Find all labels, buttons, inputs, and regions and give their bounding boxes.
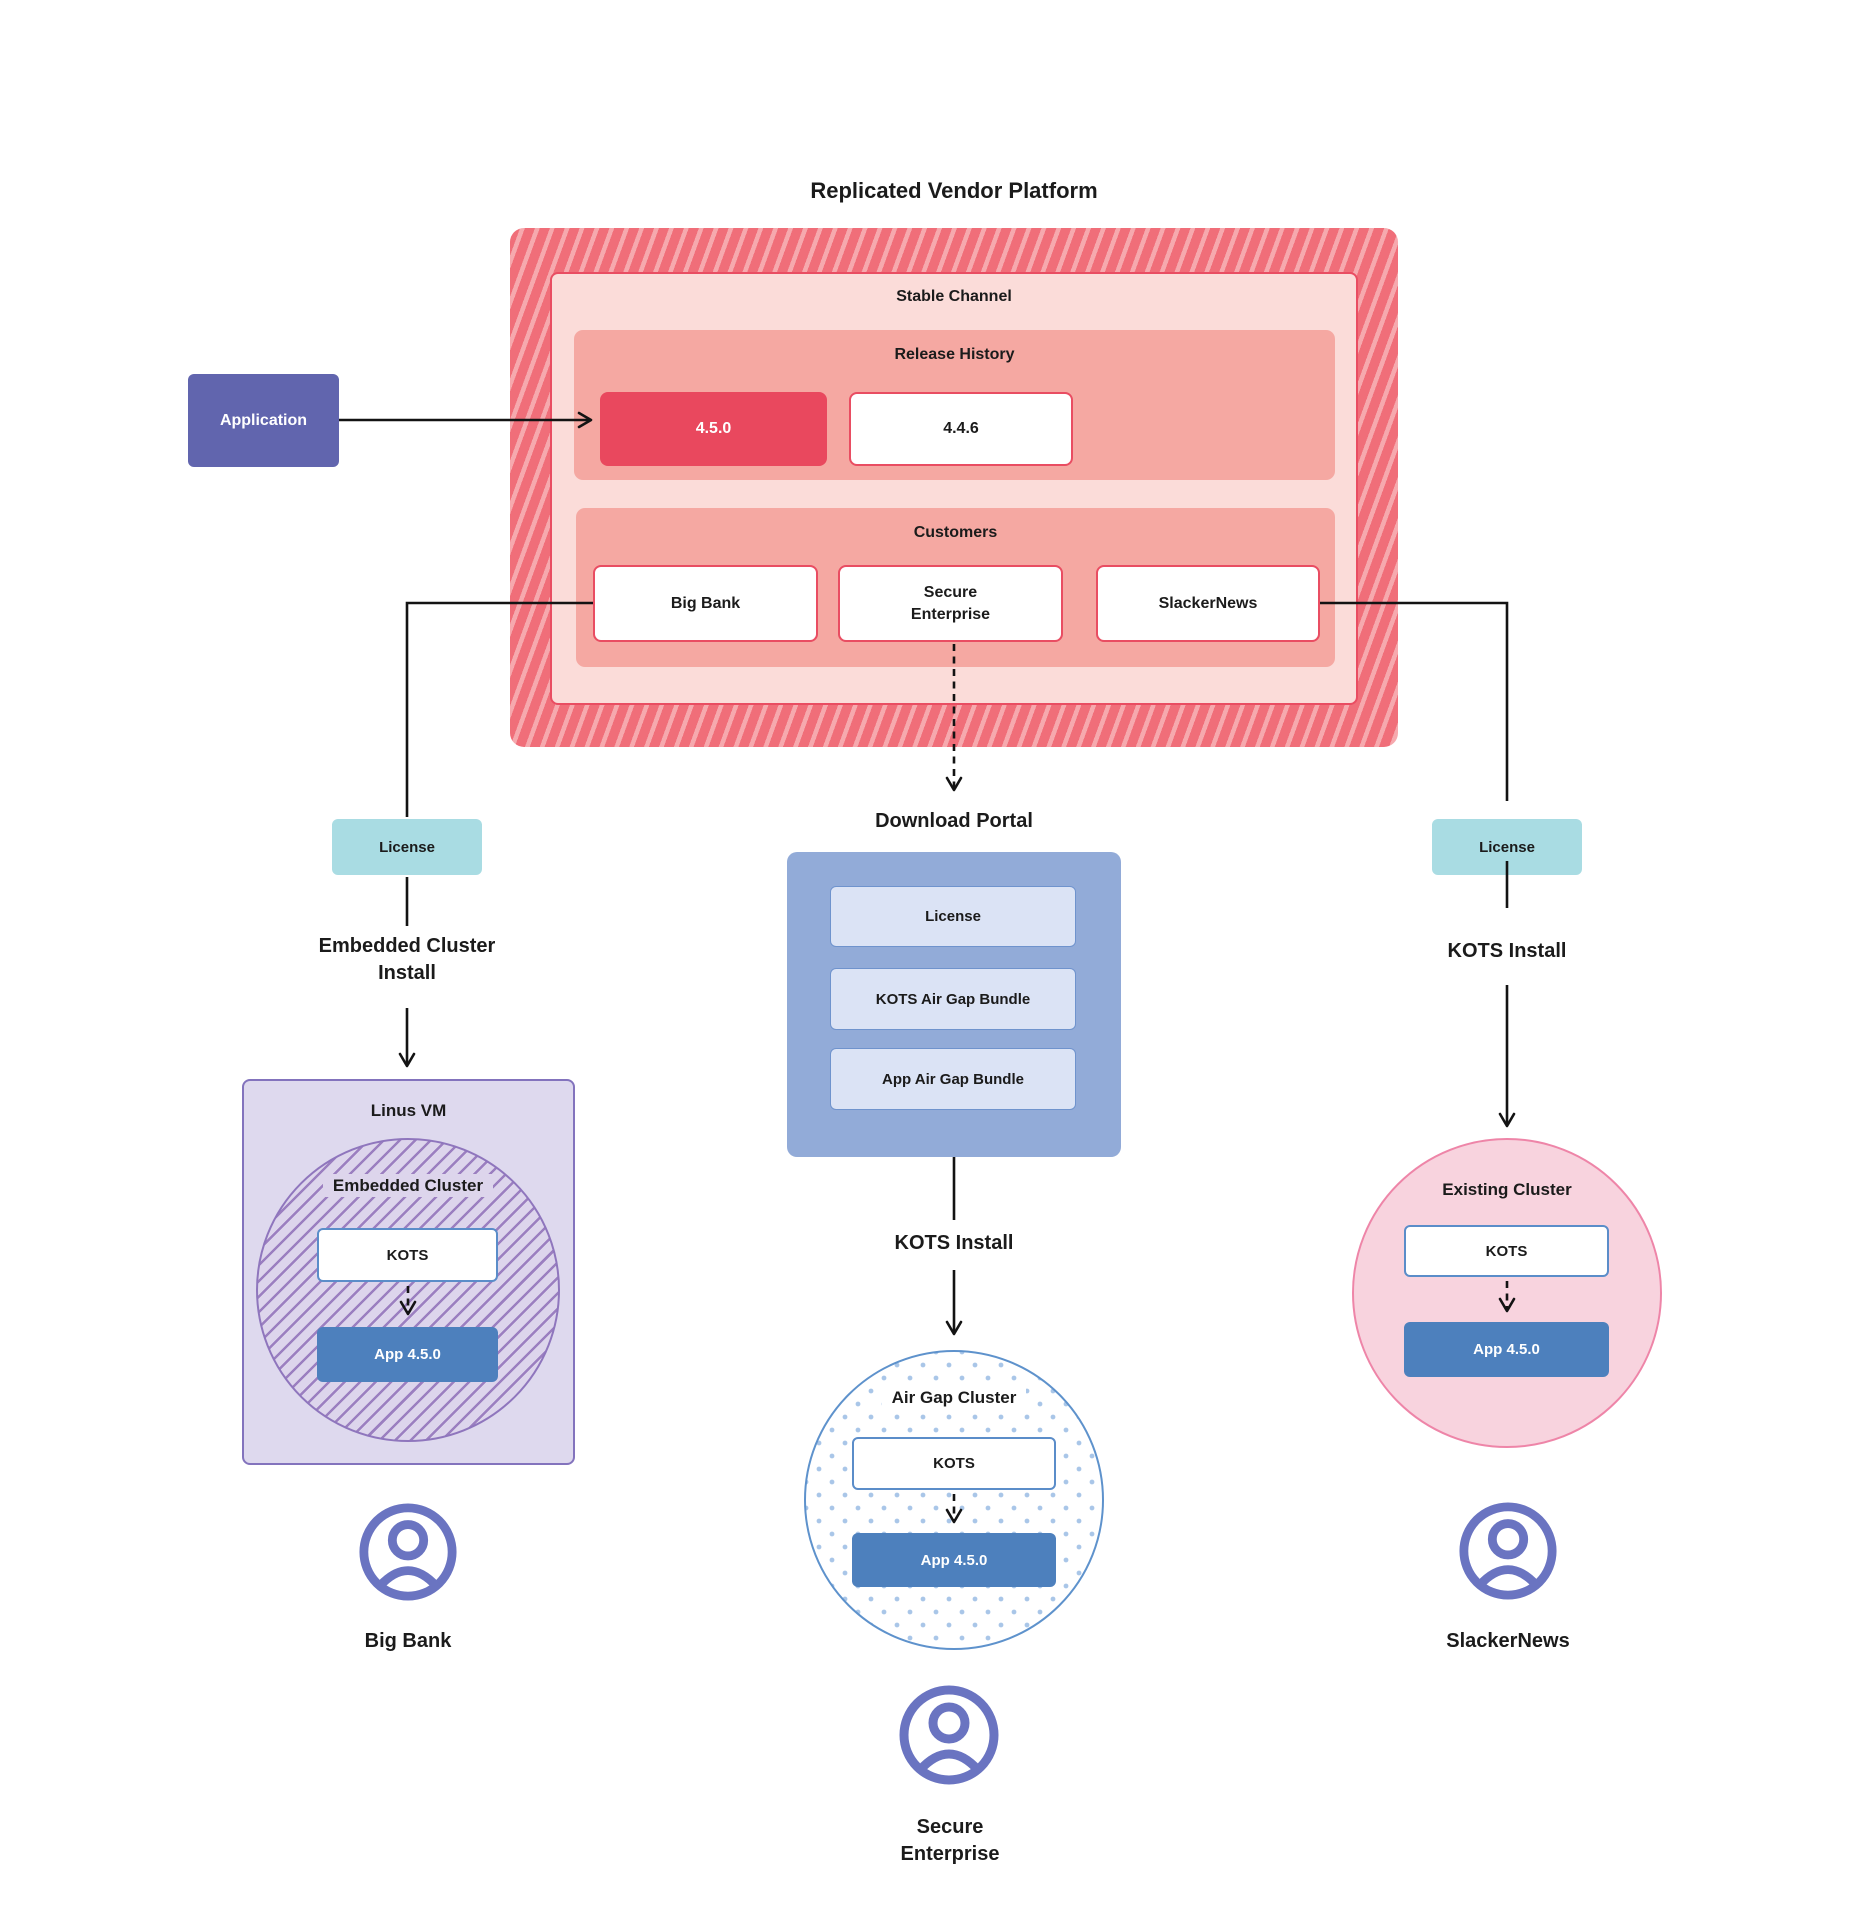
kots-label-left: KOTS	[386, 1246, 429, 1264]
kots-install-label-right: KOTS Install	[1447, 940, 1567, 962]
customer-slackernews-box: SlackerNews	[1096, 565, 1320, 642]
existing-cluster-label: Existing Cluster	[1442, 1180, 1572, 1199]
portal-item-app-airgap-bundle: App Air Gap Bundle	[830, 1048, 1076, 1110]
customer-secure-enterprise-label: Secure Enterprise	[910, 583, 991, 623]
embedded-cluster-label: Embedded Cluster	[258, 1174, 558, 1197]
kots-box-right: KOTS	[1404, 1225, 1609, 1277]
license-box-right: License	[1432, 819, 1582, 875]
person-icon	[899, 1685, 999, 1785]
kots-box-left: KOTS	[317, 1228, 498, 1282]
download-portal-title: Download Portal	[875, 810, 1033, 832]
big-bank-person	[357, 1501, 459, 1608]
stable-channel-label: Stable Channel	[896, 288, 1012, 305]
app-label-center: App 4.5.0	[920, 1551, 988, 1569]
customers-label: Customers	[913, 524, 998, 541]
person-icon	[359, 1503, 457, 1601]
portal-item-license: License	[830, 886, 1076, 947]
app-label-left: App 4.5.0	[374, 1346, 441, 1363]
app-box-right: App 4.5.0	[1404, 1322, 1609, 1377]
release-446-box: 4.4.6	[849, 392, 1073, 466]
customer-secure-enterprise-box: Secure Enterprise	[838, 565, 1063, 642]
portal-item-kots-airgap-bundle: KOTS Air Gap Bundle	[830, 968, 1076, 1030]
application-label: Application	[219, 411, 308, 429]
slackernews-person	[1457, 1500, 1559, 1607]
customer-big-bank-box: Big Bank	[593, 565, 818, 642]
release-446-label: 4.4.6	[943, 420, 979, 437]
air-gap-cluster-label: Air Gap Cluster	[804, 1386, 1104, 1409]
kots-box-center: KOTS	[852, 1437, 1056, 1490]
app-label-right: App 4.5.0	[1473, 1341, 1540, 1358]
license-label-left: License	[379, 838, 435, 856]
secure-enterprise-person	[897, 1683, 1001, 1792]
customer-big-bank-label: Big Bank	[670, 594, 741, 612]
application-box: Application	[188, 374, 339, 467]
release-history-label: Release History	[894, 346, 1015, 363]
license-label-right: License	[1479, 838, 1535, 856]
person-icon	[1459, 1502, 1557, 1600]
diagram-title: Replicated Vendor Platform	[810, 178, 1098, 203]
big-bank-name: Big Bank	[364, 1630, 452, 1652]
license-box-left: License	[332, 819, 482, 875]
release-450-label: 4.5.0	[695, 420, 732, 437]
slackernews-name: SlackerNews	[1446, 1630, 1570, 1652]
secure-enterprise-name: Secure Enterprise	[900, 1816, 1000, 1865]
app-box-left: App 4.5.0	[317, 1327, 498, 1382]
linus-vm-label: Linus VM	[370, 1101, 447, 1120]
kots-label-right: KOTS	[1485, 1242, 1528, 1260]
app-box-center: App 4.5.0	[852, 1533, 1056, 1587]
kots-install-label-center: KOTS Install	[894, 1232, 1014, 1254]
embedded-cluster-install-label: Embedded Cluster Install	[318, 935, 496, 984]
release-450-box: 4.5.0	[600, 392, 827, 466]
customer-slackernews-label: SlackerNews	[1158, 594, 1258, 612]
kots-label-center: KOTS	[933, 1455, 975, 1472]
